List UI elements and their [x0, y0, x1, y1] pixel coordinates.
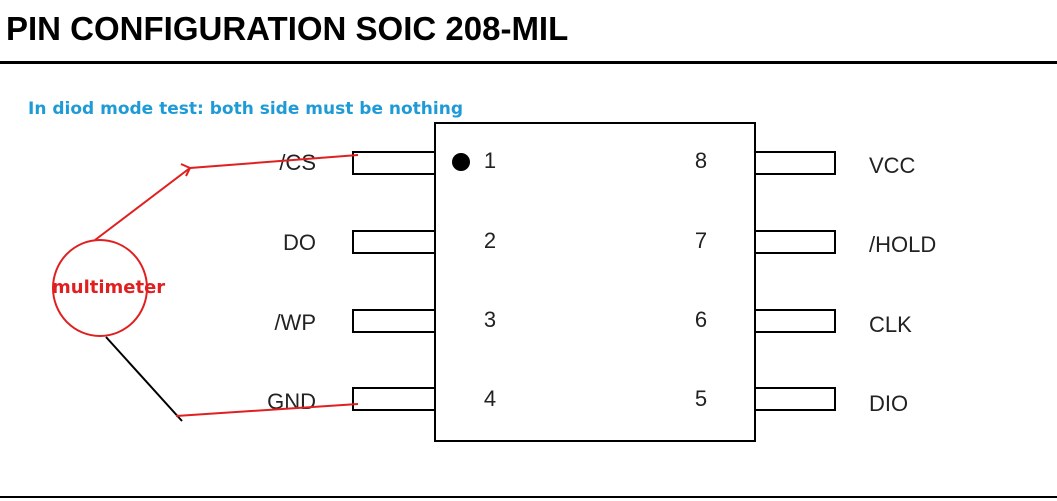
red-probe-lead-tick	[180, 163, 192, 177]
pin-lead-8	[754, 151, 836, 175]
pin-number-7: 7	[695, 228, 707, 253]
pin-number-3: 3	[484, 307, 496, 332]
pin-name-1: /CS	[279, 150, 316, 175]
diode-test-note: In diod mode test: both side must be not…	[28, 99, 464, 119]
pin-number-5: 5	[695, 386, 707, 411]
pin-lead-4	[352, 387, 436, 411]
pin-lead-2	[352, 230, 436, 254]
pin-name-7: /HOLD	[869, 232, 936, 257]
pin-lead-7	[754, 230, 836, 254]
pin-number-2: 2	[484, 228, 496, 253]
pin-number-1: 1	[484, 148, 496, 173]
pin-lead-6	[754, 309, 836, 333]
pin-number-4: 4	[484, 386, 496, 411]
top-divider	[0, 61, 1057, 64]
pin-number-6: 6	[695, 307, 707, 332]
multimeter-circle	[52, 239, 148, 337]
pin-name-5: DIO	[869, 391, 908, 416]
page-title: PIN CONFIGURATION SOIC 208-MIL	[6, 10, 569, 47]
black-probe-lead	[105, 336, 183, 422]
chip-body	[434, 122, 756, 442]
pin-name-2: DO	[283, 230, 316, 255]
pin-name-6: CLK	[869, 312, 912, 337]
bottom-divider	[0, 496, 1057, 498]
pin-name-8: VCC	[869, 153, 916, 178]
pin1-marker-dot	[452, 153, 470, 171]
pin-number-8: 8	[695, 148, 707, 173]
multimeter-label: multimeter	[52, 277, 165, 298]
red-probe-lead-cs	[94, 154, 359, 241]
red-probe-lead-gnd	[175, 403, 359, 417]
pin-lead-3	[352, 309, 436, 333]
pin-lead-5	[754, 387, 836, 411]
pin-name-3: /WP	[274, 310, 316, 335]
pin-lead-1	[352, 151, 436, 175]
